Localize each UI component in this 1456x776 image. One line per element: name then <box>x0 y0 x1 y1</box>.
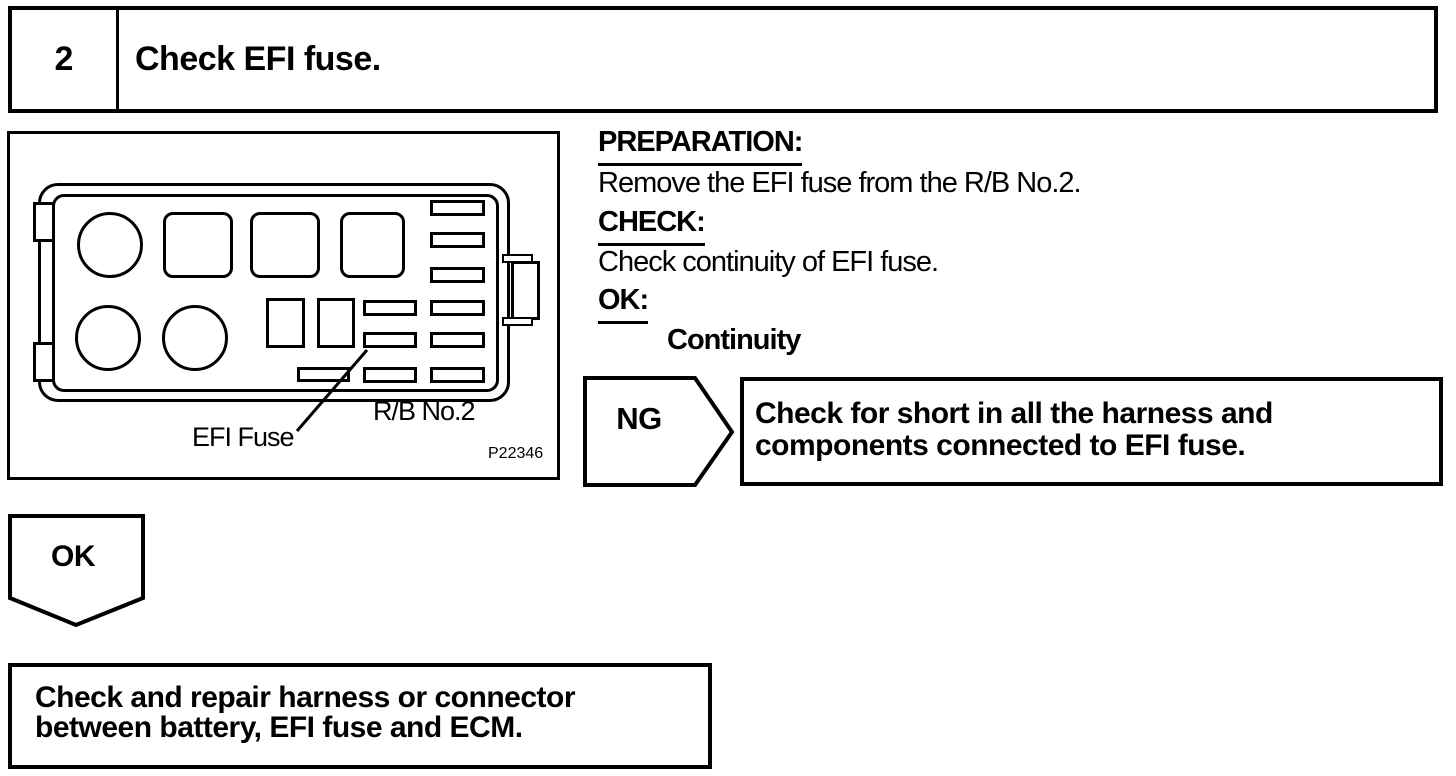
ok-heading-text: OK: <box>598 284 649 324</box>
relay-slot-square-3 <box>340 212 405 278</box>
rb-no2-label: R/B No.2 <box>373 396 476 426</box>
relay-slot-circle-3 <box>162 305 228 371</box>
ng-action-line2: components connected to EFI fuse. <box>755 429 1246 462</box>
relay-slot-circle-1 <box>77 212 143 278</box>
ok-action-line2: between battery, EFI fuse and ECM. <box>35 711 523 744</box>
fuse-slot <box>297 367 350 382</box>
connector-flange-bottom <box>502 317 533 326</box>
fuse-slot-vertical-1 <box>266 298 305 348</box>
fuse-slot <box>430 200 485 216</box>
fuse-slot <box>430 267 485 283</box>
check-text: Check continuity of EFI fuse. <box>598 246 939 278</box>
check-heading: CHECK: <box>598 206 706 246</box>
fuse-box-diagram: EFI Fuse R/B No.2 P22346 <box>7 131 560 480</box>
efi-fuse-label: EFI Fuse <box>192 422 295 452</box>
preparation-heading: PREPARATION: <box>598 126 803 166</box>
ok-action-box: Check and repair harness or connector be… <box>8 663 712 769</box>
ok-badge-shape <box>8 514 145 628</box>
step-title: Check EFI fuse. <box>135 40 381 78</box>
relay-slot-square-2 <box>250 212 320 278</box>
preparation-heading-text: PREPARATION: <box>598 126 803 166</box>
fuse-slot <box>430 300 485 316</box>
fuse-slot <box>363 367 417 383</box>
efi-fuse-slot <box>363 332 417 348</box>
ng-badge-shape <box>583 376 735 487</box>
ng-action-line1: Check for short in all the harness and <box>755 397 1273 430</box>
mounting-tab-bottom <box>33 342 55 382</box>
relay-slot-circle-2 <box>75 305 141 371</box>
fuse-slot <box>363 300 417 316</box>
ok-spec: Continuity <box>667 324 801 356</box>
ok-badge: OK <box>51 539 96 573</box>
fuse-slot <box>430 332 485 348</box>
relay-slot-square-1 <box>163 212 233 278</box>
ok-heading: OK: <box>598 284 649 324</box>
figure-code: P22346 <box>488 445 544 462</box>
fuse-slot <box>430 367 485 383</box>
step-header: 2 Check EFI fuse. <box>8 6 1438 113</box>
ng-action-box: Check for short in all the harness and c… <box>740 377 1443 486</box>
ng-badge: NG <box>616 400 662 436</box>
fuse-slot-vertical-2 <box>317 298 355 348</box>
check-heading-text: CHECK: <box>598 206 706 246</box>
ok-action-line1: Check and repair harness or connector <box>35 681 576 714</box>
mounting-tab-top <box>33 202 55 242</box>
fuse-slot <box>430 232 485 248</box>
step-number: 2 <box>12 10 119 109</box>
preparation-text: Remove the EFI fuse from the R/B No.2. <box>598 167 1082 199</box>
connector-body <box>511 261 540 320</box>
